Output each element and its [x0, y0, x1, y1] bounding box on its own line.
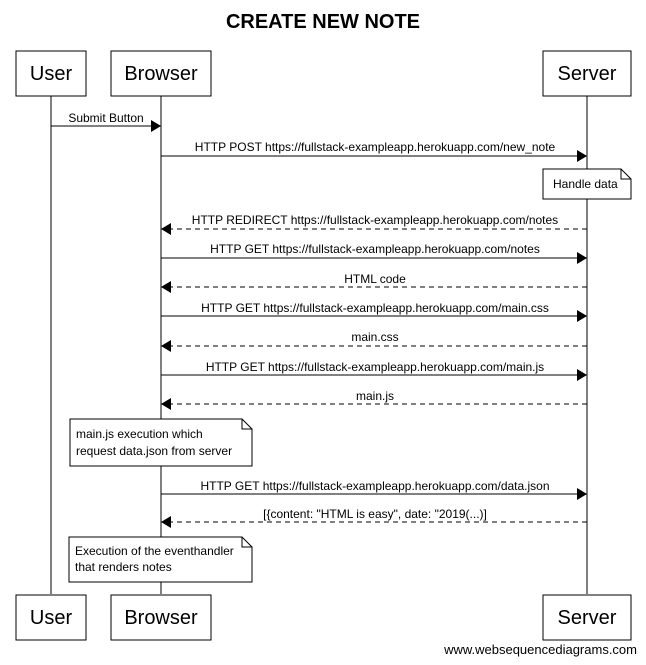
message-label: [{content: "HTML is easy", date: "2019(.…	[263, 507, 487, 521]
actor-label-browser: Browser	[124, 607, 198, 629]
note-text: Handle data	[553, 177, 618, 191]
note-text: that renders notes	[75, 560, 172, 574]
actor-box-browser-bottom: Browser	[110, 594, 212, 641]
actor-box-user-top: User	[15, 50, 87, 97]
message-get-main-css: HTTP GET https://fullstack-exampleapp.he…	[161, 301, 587, 322]
message-label: HTTP POST https://fullstack-exampleapp.h…	[195, 140, 556, 154]
message-label: HTTP GET https://fullstack-exampleapp.he…	[210, 242, 540, 256]
actor-label-user: User	[30, 63, 73, 85]
actor-box-server-top: Server	[542, 50, 632, 97]
note-text: Execution of the eventhandler	[75, 544, 234, 558]
message-post-new-note: HTTP POST https://fullstack-exampleapp.h…	[161, 140, 587, 162]
note-text: main.js execution which	[76, 427, 203, 441]
actor-box-browser-top: Browser	[110, 50, 212, 97]
message-label: main.js	[356, 389, 394, 403]
message-submit-button: Submit Button	[51, 111, 161, 132]
actor-label-server: Server	[558, 607, 617, 629]
message-label: main.css	[351, 330, 398, 344]
actor-label-user: User	[30, 607, 73, 629]
message-label: HTTP GET https://fullstack-exampleapp.he…	[201, 301, 549, 315]
actor-box-user-bottom: User	[15, 594, 87, 641]
message-main-css: main.css	[161, 330, 587, 352]
watermark-link[interactable]: www.websequencediagrams.com	[443, 642, 637, 657]
message-label: HTTP GET https://fullstack-exampleapp.he…	[206, 360, 544, 374]
message-data-json-response: [{content: "HTML is easy", date: "2019(.…	[161, 507, 587, 528]
note-eventhandler: Execution of the eventhandler that rende…	[68, 536, 253, 583]
message-label: HTTP GET https://fullstack-exampleapp.he…	[200, 479, 549, 493]
message-main-js: main.js	[161, 389, 587, 410]
actor-label-server: Server	[558, 63, 617, 85]
message-get-notes: HTTP GET https://fullstack-exampleapp.he…	[161, 242, 587, 264]
message-html-code: HTML code	[161, 272, 587, 293]
message-label: HTTP REDIRECT https://fullstack-examplea…	[192, 213, 558, 227]
message-label: HTML code	[344, 272, 406, 286]
note-main-js-execution: main.js execution which request data.jso…	[69, 418, 253, 467]
note-text: request data.json from server	[76, 444, 232, 458]
message-get-data-json: HTTP GET https://fullstack-exampleapp.he…	[161, 479, 587, 500]
message-get-main-js: HTTP GET https://fullstack-exampleapp.he…	[161, 360, 587, 381]
diagram-title: CREATE NEW NOTE	[226, 11, 420, 33]
actor-label-browser: Browser	[124, 63, 198, 85]
message-label: Submit Button	[68, 111, 143, 125]
note-handle-data: Handle data	[542, 168, 632, 200]
actor-box-server-bottom: Server	[542, 594, 632, 641]
message-redirect-notes: HTTP REDIRECT https://fullstack-examplea…	[161, 213, 587, 235]
